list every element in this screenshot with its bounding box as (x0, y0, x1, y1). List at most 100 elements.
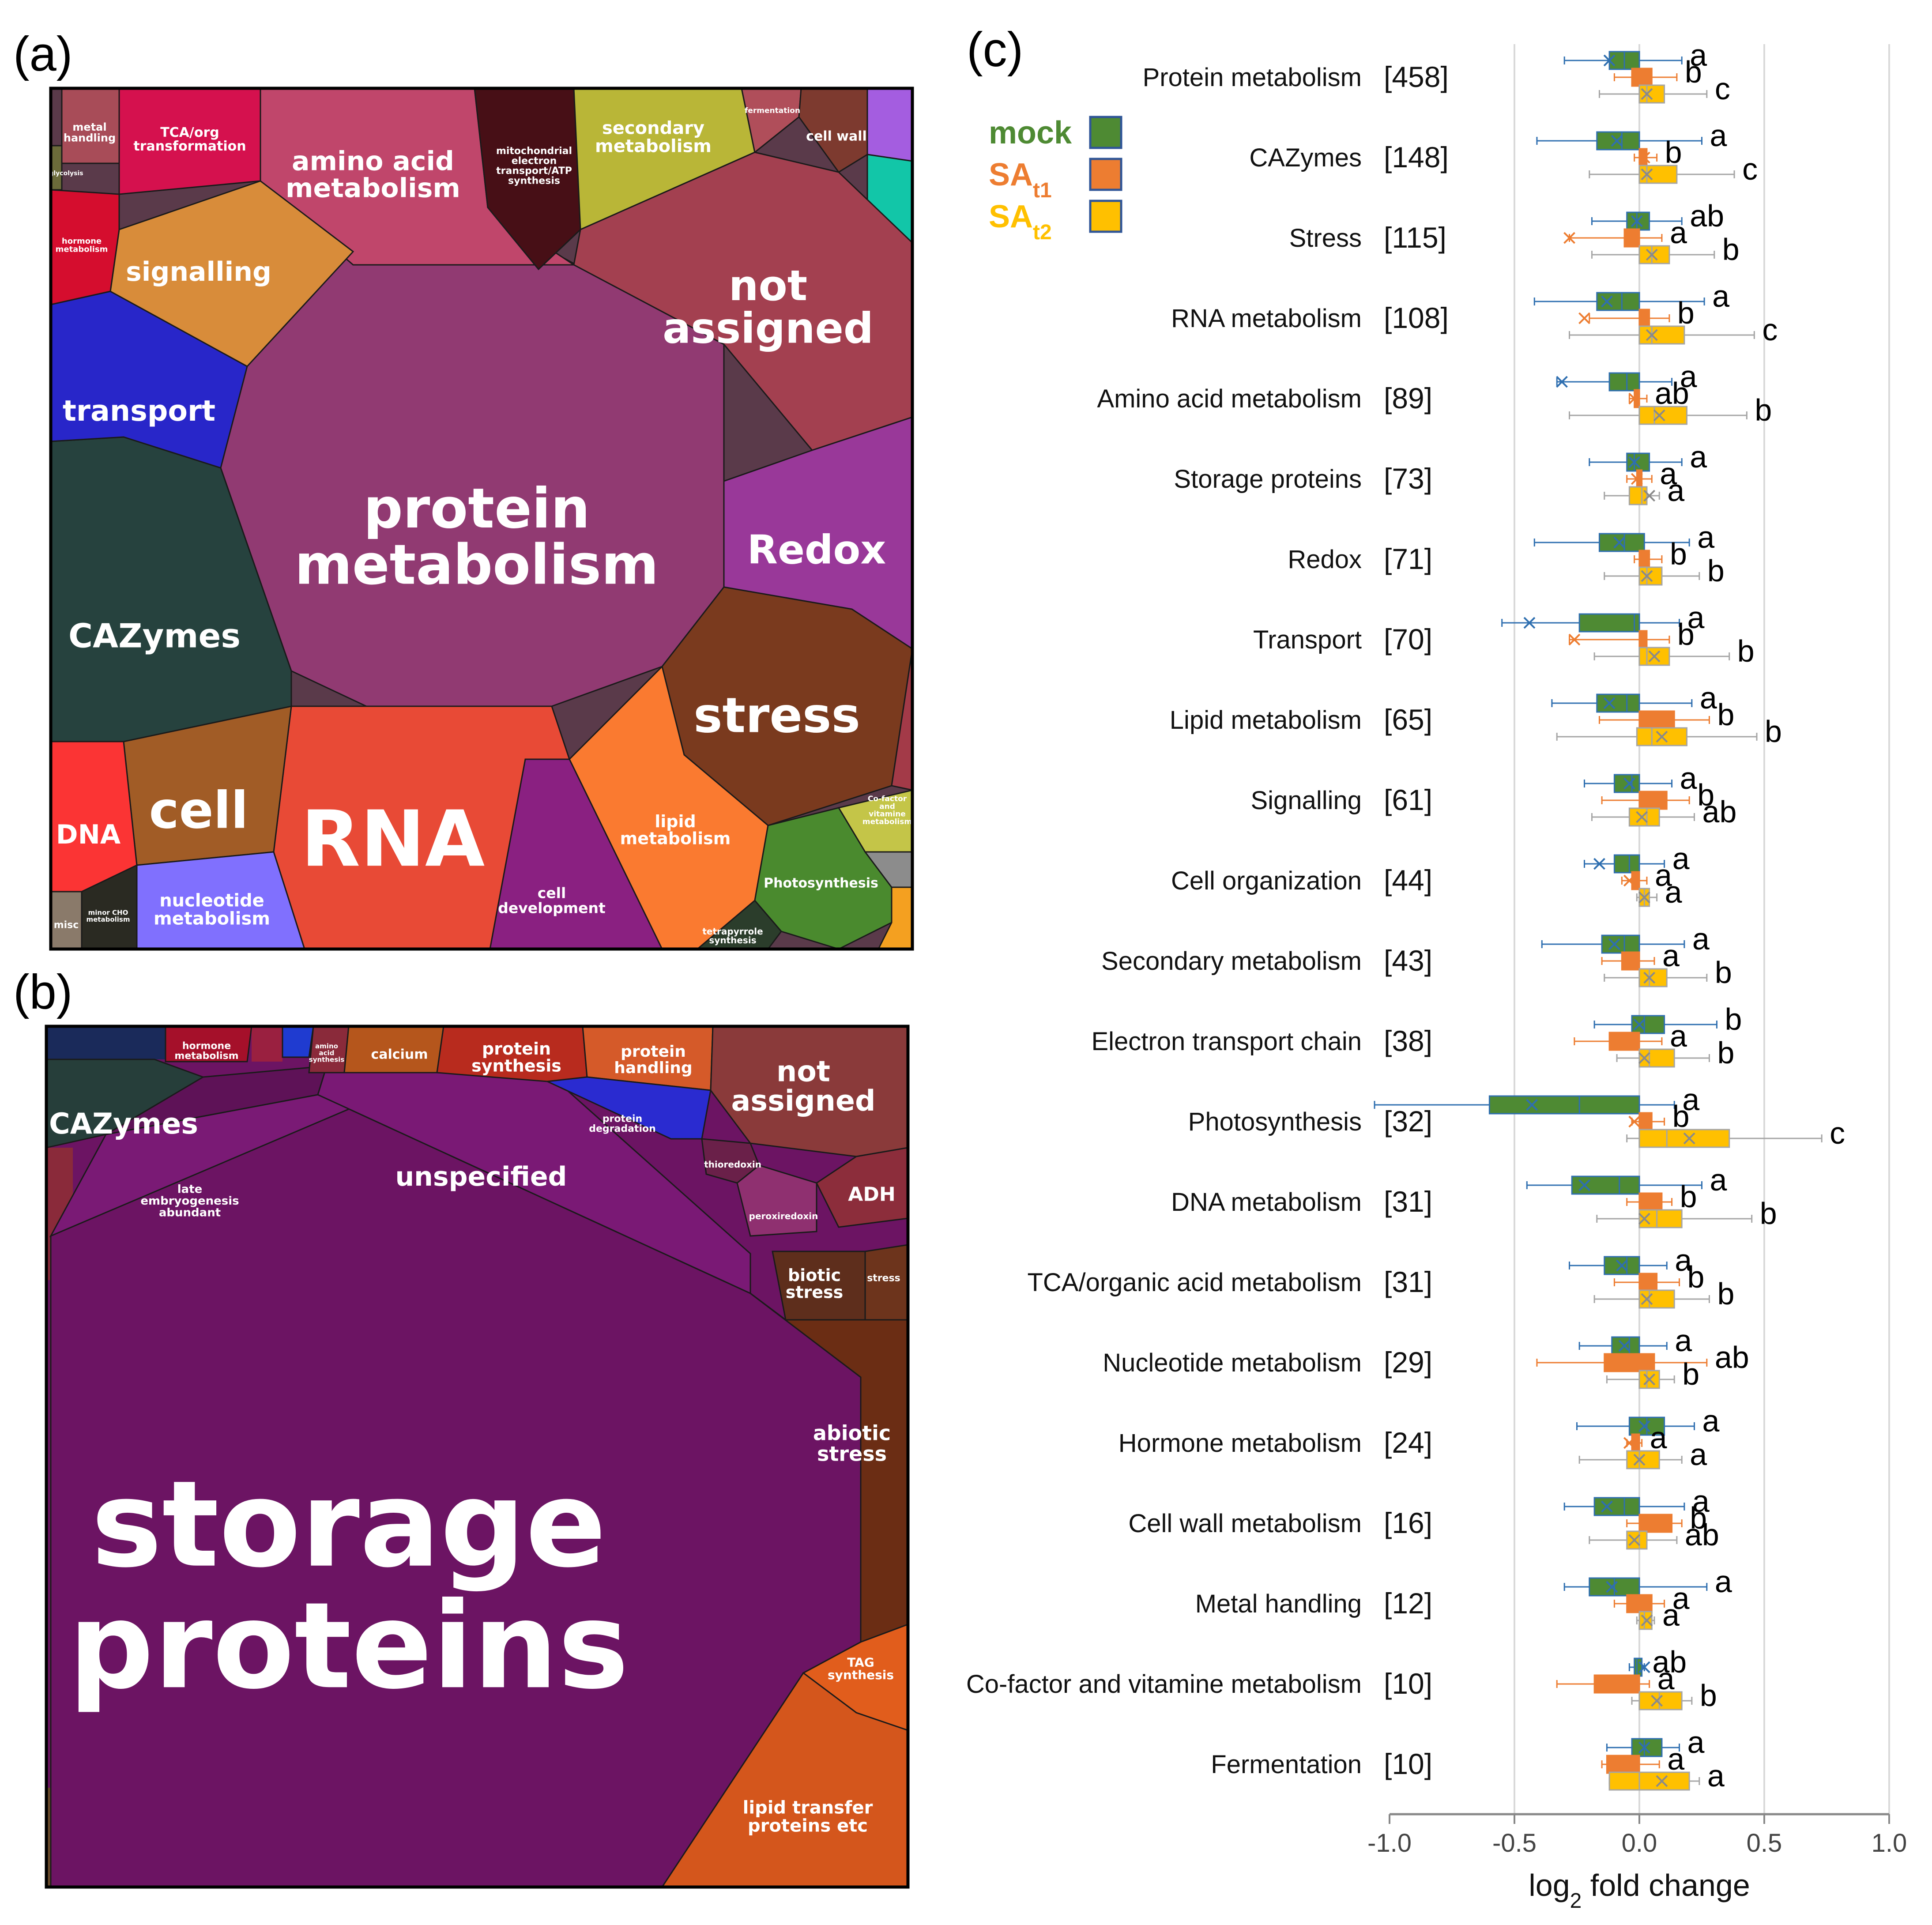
mean-marker-rna-metabolism-sat2 (1646, 329, 1658, 341)
legend-label-2: SAt1 (989, 157, 1052, 202)
treemap-b-top-left-cells (46, 1026, 166, 1059)
significance-letter-co-factor-and-vitamine-metabolism-sat2: b (1700, 1678, 1717, 1713)
significance-letter-lipid-metabolism-sat2: b (1765, 714, 1782, 749)
box-dna-metabolism-sat2 (1638, 1209, 1683, 1228)
significance-letter-dna-metabolism-sat1: b (1680, 1179, 1697, 1214)
category-count-secondary-metabolism: [43] (1384, 944, 1432, 977)
significance-letter-tca-organic-acid-metabolism-mock: a (1675, 1243, 1692, 1277)
category-label-metal-handling: Metal handling (1195, 1590, 1362, 1618)
box-amino-acid-metabolism-sat2 (1638, 406, 1688, 425)
mean-marker-metal-handling-mock (1606, 1581, 1618, 1593)
mean-marker-transport-sat2 (1648, 650, 1661, 663)
category-label-co-factor-and-vitamine-metabolism: Co-factor and vitamine metabolism (966, 1670, 1362, 1699)
box-cazymes-mock (1596, 131, 1640, 151)
treemap-a-label-glycolysis: glycolysis (49, 170, 83, 177)
mean-marker-redox-mock (1613, 536, 1626, 549)
treemap-b-label-stress: stress (867, 1273, 900, 1284)
box-cell-organization-sat1 (1631, 871, 1640, 890)
significance-letter-cell-organization-mock: a (1672, 841, 1690, 876)
box-electron-transport-chain-mock (1631, 1015, 1665, 1034)
mean-marker-transport-sat1 (1568, 633, 1581, 646)
category-count-dna-metabolism: [31] (1384, 1185, 1432, 1218)
mean-marker-redox-sat2 (1641, 570, 1653, 582)
category-label-secondary-metabolism: Secondary metabolism (1101, 947, 1362, 976)
mean-marker-stress-sat2 (1646, 249, 1658, 261)
mean-marker-dna-metabolism-sat2 (1638, 1213, 1650, 1225)
category-count-signalling: [61] (1384, 784, 1432, 816)
category-count-amino-acid-metabolism: [89] (1384, 382, 1432, 414)
category-label-tca-organic-acid-metabolism: TCA/organic acid metabolism (1027, 1268, 1362, 1297)
x-tick-label-2: 0.0 (1622, 1829, 1657, 1857)
box-tca-organic-acid-metabolism-sat1 (1638, 1273, 1658, 1292)
mean-marker-amino-acid-metabolism-sat1 (1628, 392, 1641, 405)
mean-marker-rna-metabolism-sat1 (1578, 312, 1590, 324)
mean-marker-metal-handling-sat1 (1633, 1597, 1646, 1610)
category-label-photosynthesis: Photosynthesis (1188, 1108, 1362, 1136)
box-redox-mock (1598, 533, 1645, 552)
category-label-signalling: Signalling (1250, 786, 1362, 815)
treemap-b-cell-peroxiredoxin (736, 1164, 817, 1237)
treemap-a-label-signalling: signalling (126, 256, 271, 287)
legend-label-1: mock (989, 115, 1072, 151)
significance-letter-metal-handling-mock: a (1715, 1564, 1732, 1599)
treemap-a-label-redox: Redox (747, 527, 886, 573)
mean-marker-amino-acid-metabolism-sat2 (1653, 409, 1665, 422)
mean-marker-lipid-metabolism-sat2 (1656, 731, 1668, 743)
mean-marker-dna-metabolism-mock (1578, 1179, 1590, 1191)
treemap-a-label-misc: misc (54, 920, 79, 931)
significance-letter-photosynthesis-sat1: b (1672, 1099, 1690, 1134)
category-count-cazymes: [148] (1384, 141, 1449, 173)
mean-marker-lipid-metabolism-sat1 (1643, 714, 1656, 726)
significance-letter-transport-sat1: b (1677, 617, 1695, 652)
box-tca-organic-acid-metabolism-sat2 (1638, 1289, 1675, 1309)
box-fermentation-sat2 (1608, 1771, 1690, 1791)
box-storage-proteins-sat2 (1628, 486, 1648, 505)
significance-letter-cell-organization-sat1: a (1655, 858, 1672, 893)
box-hormone-metabolism-sat2 (1626, 1450, 1660, 1469)
mean-marker-stress-sat1 (1563, 232, 1575, 244)
box-stress-sat1 (1623, 228, 1640, 248)
category-label-amino-acid-metabolism: Amino acid metabolism (1097, 384, 1362, 413)
category-count-cell-wall-metabolism: [16] (1384, 1507, 1432, 1539)
treemap-a-label-stress: stress (693, 687, 860, 744)
mean-marker-electron-transport-chain-sat2 (1638, 1052, 1650, 1064)
mean-marker-fermentation-mock (1638, 1741, 1650, 1754)
significance-letter-photosynthesis-sat2: c (1830, 1116, 1845, 1150)
significance-letter-stress-mock: ab (1690, 199, 1724, 233)
box-rna-metabolism-sat2 (1638, 325, 1685, 345)
x-tick-label-4: 1.0 (1872, 1829, 1907, 1857)
significance-letter-lipid-metabolism-sat1: b (1717, 697, 1734, 732)
category-count-fermentation: [10] (1384, 1748, 1432, 1780)
significance-letter-electron-transport-chain-sat2: b (1717, 1036, 1734, 1070)
mean-marker-lipid-metabolism-mock (1603, 697, 1616, 709)
box-stress-sat2 (1638, 245, 1670, 264)
significance-letter-lipid-metabolism-mock: a (1700, 681, 1717, 715)
treemap-a-label-photosynthesis: Photosynthesis (764, 876, 878, 891)
mean-marker-secondary-metabolism-sat2 (1643, 972, 1656, 984)
significance-letter-amino-acid-metabolism-sat1: ab (1655, 376, 1689, 411)
category-count-nucleotide-metabolism: [29] (1384, 1346, 1432, 1379)
significance-letter-fermentation-sat2: a (1707, 1759, 1725, 1793)
box-protein-metabolism-sat2 (1638, 84, 1665, 104)
significance-letter-co-factor-and-vitamine-metabolism-mock: ab (1652, 1645, 1687, 1679)
mean-marker-storage-proteins-sat1 (1631, 473, 1643, 485)
mean-marker-signalling-mock (1623, 777, 1635, 790)
mean-marker-protein-metabolism-sat2 (1641, 88, 1653, 100)
mean-marker-rna-metabolism-mock (1601, 295, 1613, 308)
significance-letter-cell-wall-metabolism-mock: a (1692, 1484, 1710, 1518)
category-label-stress: Stress (1289, 224, 1362, 252)
box-cell-wall-metabolism-mock (1593, 1497, 1640, 1516)
mean-marker-signalling-sat2 (1636, 811, 1648, 823)
significance-letter-rna-metabolism-sat1: b (1677, 296, 1695, 330)
box-secondary-metabolism-mock (1601, 934, 1640, 954)
